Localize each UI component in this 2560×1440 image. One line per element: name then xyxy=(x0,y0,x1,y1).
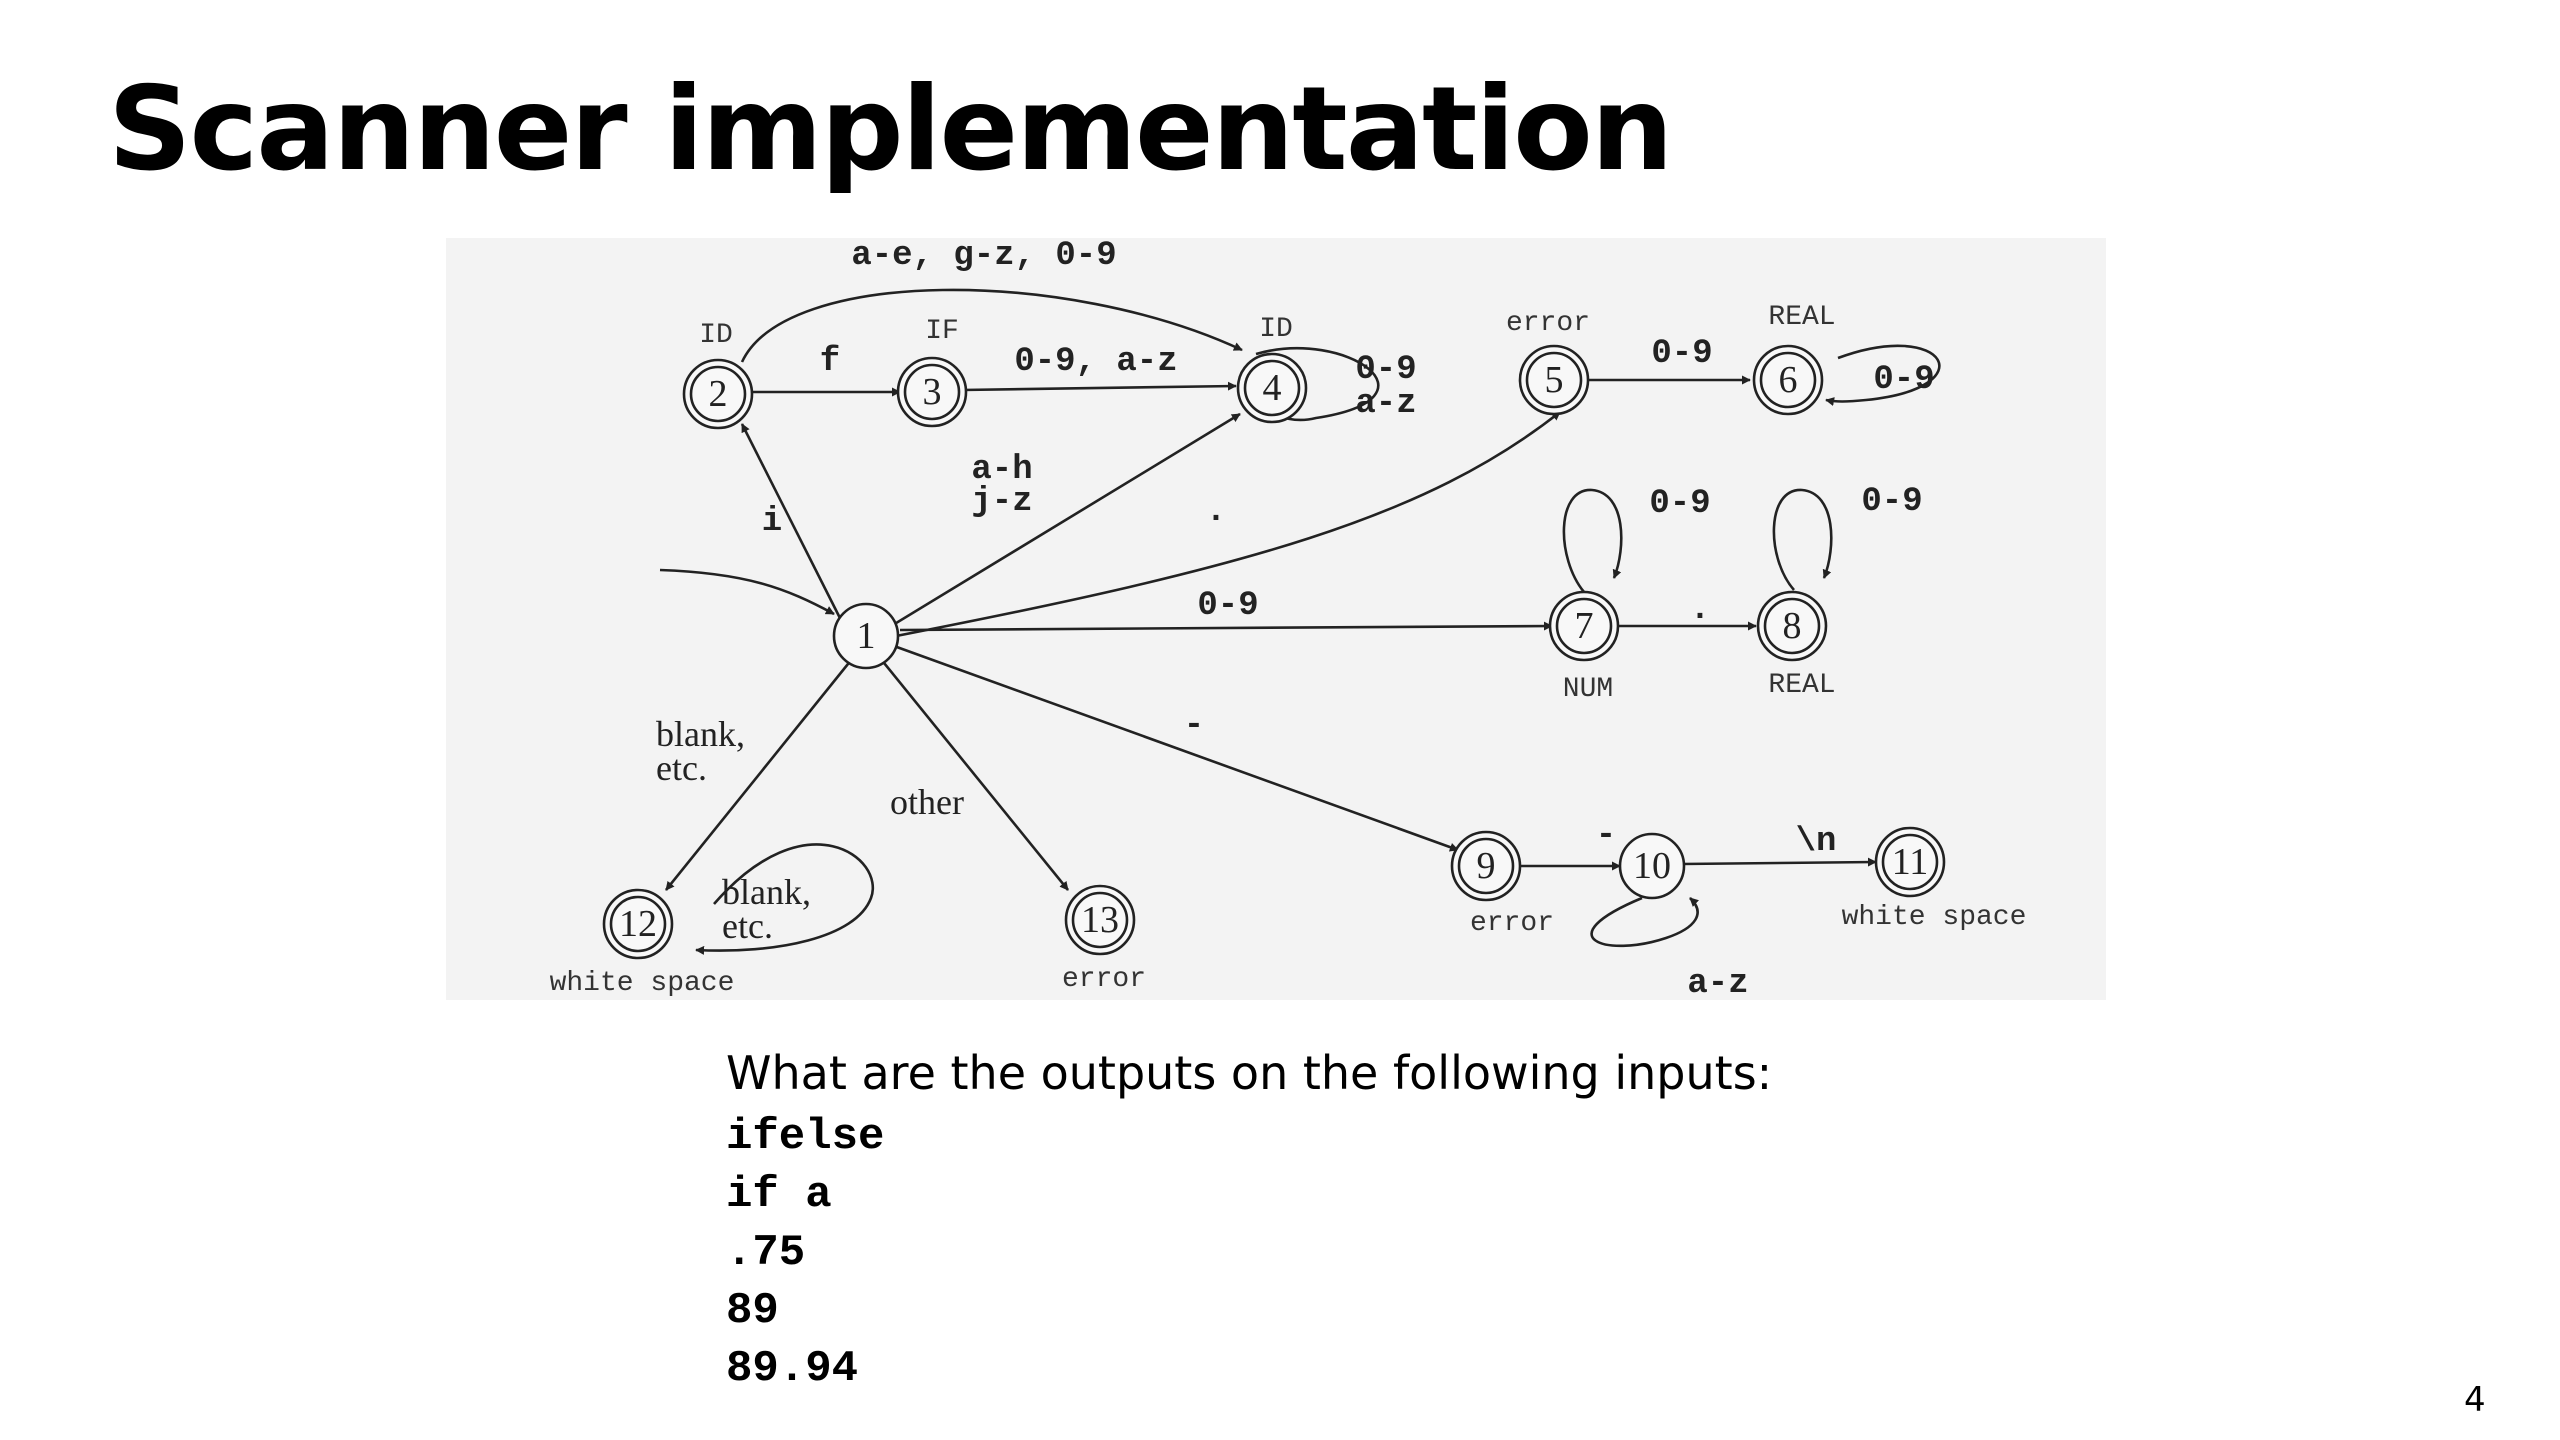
edge-8-loop xyxy=(1772,488,1833,591)
edge-label: - xyxy=(1596,817,1616,855)
edge-1-7 xyxy=(899,621,1553,632)
edge-1-2 xyxy=(740,423,848,631)
state-9 xyxy=(1450,830,1522,902)
edge-label: 0-9 xyxy=(1355,351,1416,389)
edge-4-loop xyxy=(1255,346,1380,422)
edge-1-13 xyxy=(878,657,1070,891)
state-13 xyxy=(1064,884,1136,956)
edge-label: \n xyxy=(1796,823,1837,861)
state-number: 11 xyxy=(1892,841,1929,883)
input-example: if a xyxy=(726,1170,832,1220)
dfa-diagram: 1 2 3 4 5 6 7 8 9 10 11 12 13 ID IF ID e… xyxy=(446,238,2106,1000)
slide-title: Scanner implementation xyxy=(108,62,1673,197)
token-label: white space xyxy=(1842,902,2027,933)
edge-label: . xyxy=(1690,591,1710,629)
page-number: 4 xyxy=(2464,1380,2486,1420)
edge-1-12 xyxy=(664,653,858,891)
edge-label: . xyxy=(1206,493,1226,531)
state-number: 8 xyxy=(1783,605,1802,647)
state-number: 1 xyxy=(857,615,876,657)
state-numbers: 1 2 3 4 5 6 7 8 9 10 11 12 13 xyxy=(619,359,1928,945)
state-number: 3 xyxy=(923,371,942,413)
state-number: 2 xyxy=(709,373,728,415)
edge-6-loop xyxy=(1825,344,1941,406)
state-1 xyxy=(832,602,900,670)
state-number: 6 xyxy=(1779,359,1798,401)
state-8 xyxy=(1756,590,1828,662)
state-6 xyxy=(1752,344,1824,416)
token-labels: ID IF ID error REAL NUM REAL error white… xyxy=(550,302,2027,999)
edge-label: etc. xyxy=(722,906,773,946)
state-number: 7 xyxy=(1575,605,1594,647)
edge-2-4 xyxy=(740,288,1243,363)
input-examples-list: ifelse if a .75 89 89.94 xyxy=(726,1108,884,1398)
edge-label: 0-9 xyxy=(1861,483,1922,521)
edge-label: a-z xyxy=(1355,385,1416,423)
edge-label: etc. xyxy=(656,748,707,788)
state-number: 4 xyxy=(1263,367,1282,409)
edge-1-4 xyxy=(887,412,1241,630)
state-4 xyxy=(1236,352,1308,424)
token-label: white space xyxy=(550,968,735,999)
input-example: 89.94 xyxy=(726,1344,859,1394)
edge-12-loop xyxy=(695,843,874,955)
state-number: 9 xyxy=(1477,845,1496,887)
input-example: .75 xyxy=(726,1228,806,1278)
token-label: REAL xyxy=(1768,670,1835,701)
token-label: error xyxy=(1506,308,1590,339)
token-label: error xyxy=(1470,908,1554,939)
edge-1-5 xyxy=(895,410,1561,638)
edge-10-loop xyxy=(1590,896,1699,948)
state-7 xyxy=(1548,590,1620,662)
state-5 xyxy=(1518,344,1590,416)
state-2 xyxy=(682,358,754,430)
state-12 xyxy=(602,888,674,960)
edge-label: i xyxy=(762,503,782,541)
edge-label: a-e, g-z, 0-9 xyxy=(851,238,1116,275)
edge-label: 0-9 xyxy=(1651,335,1712,373)
edge-label: j-z xyxy=(971,483,1032,521)
token-label: ID xyxy=(1259,314,1293,345)
edge-10-11 xyxy=(1681,857,1877,867)
edge-label: blank, xyxy=(722,872,811,912)
state-number: 10 xyxy=(1633,845,1671,887)
edge-label: - xyxy=(1184,707,1204,745)
state-3 xyxy=(896,356,968,428)
token-label: IF xyxy=(925,316,959,347)
token-label: NUM xyxy=(1563,674,1613,705)
edge-label: 0-9 xyxy=(1197,587,1258,625)
edge-label: a-z xyxy=(1687,965,1748,1000)
question-text: What are the outputs on the following in… xyxy=(726,1046,1773,1100)
edge-label: f xyxy=(820,343,840,381)
edge-label: 0-9 xyxy=(1649,485,1710,523)
edge-label: blank, xyxy=(656,714,745,754)
state-11 xyxy=(1874,826,1946,898)
state-number: 12 xyxy=(619,903,657,945)
state-10 xyxy=(1618,832,1686,900)
edge-1-9 xyxy=(893,644,1459,852)
dfa-states xyxy=(602,344,1946,960)
edge-labels: a-e, g-z, 0-9 f 0-9, a-z 0-9 a-z i a-h j… xyxy=(656,238,1935,1000)
token-label: error xyxy=(1062,964,1146,995)
edge-label: 0-9, a-z xyxy=(1014,343,1177,381)
edge-3-4 xyxy=(961,381,1237,392)
state-number: 5 xyxy=(1545,359,1564,401)
token-label: REAL xyxy=(1768,302,1835,333)
edge-label: other xyxy=(890,782,964,822)
edge-label: a-h xyxy=(971,451,1032,489)
state-number: 13 xyxy=(1081,899,1119,941)
edge-start xyxy=(659,568,835,616)
input-example: ifelse xyxy=(726,1112,885,1162)
token-label: ID xyxy=(699,320,733,351)
edge-label: 0-9 xyxy=(1873,361,1934,399)
input-example: 89 xyxy=(726,1286,779,1336)
edge-7-loop xyxy=(1562,488,1623,593)
